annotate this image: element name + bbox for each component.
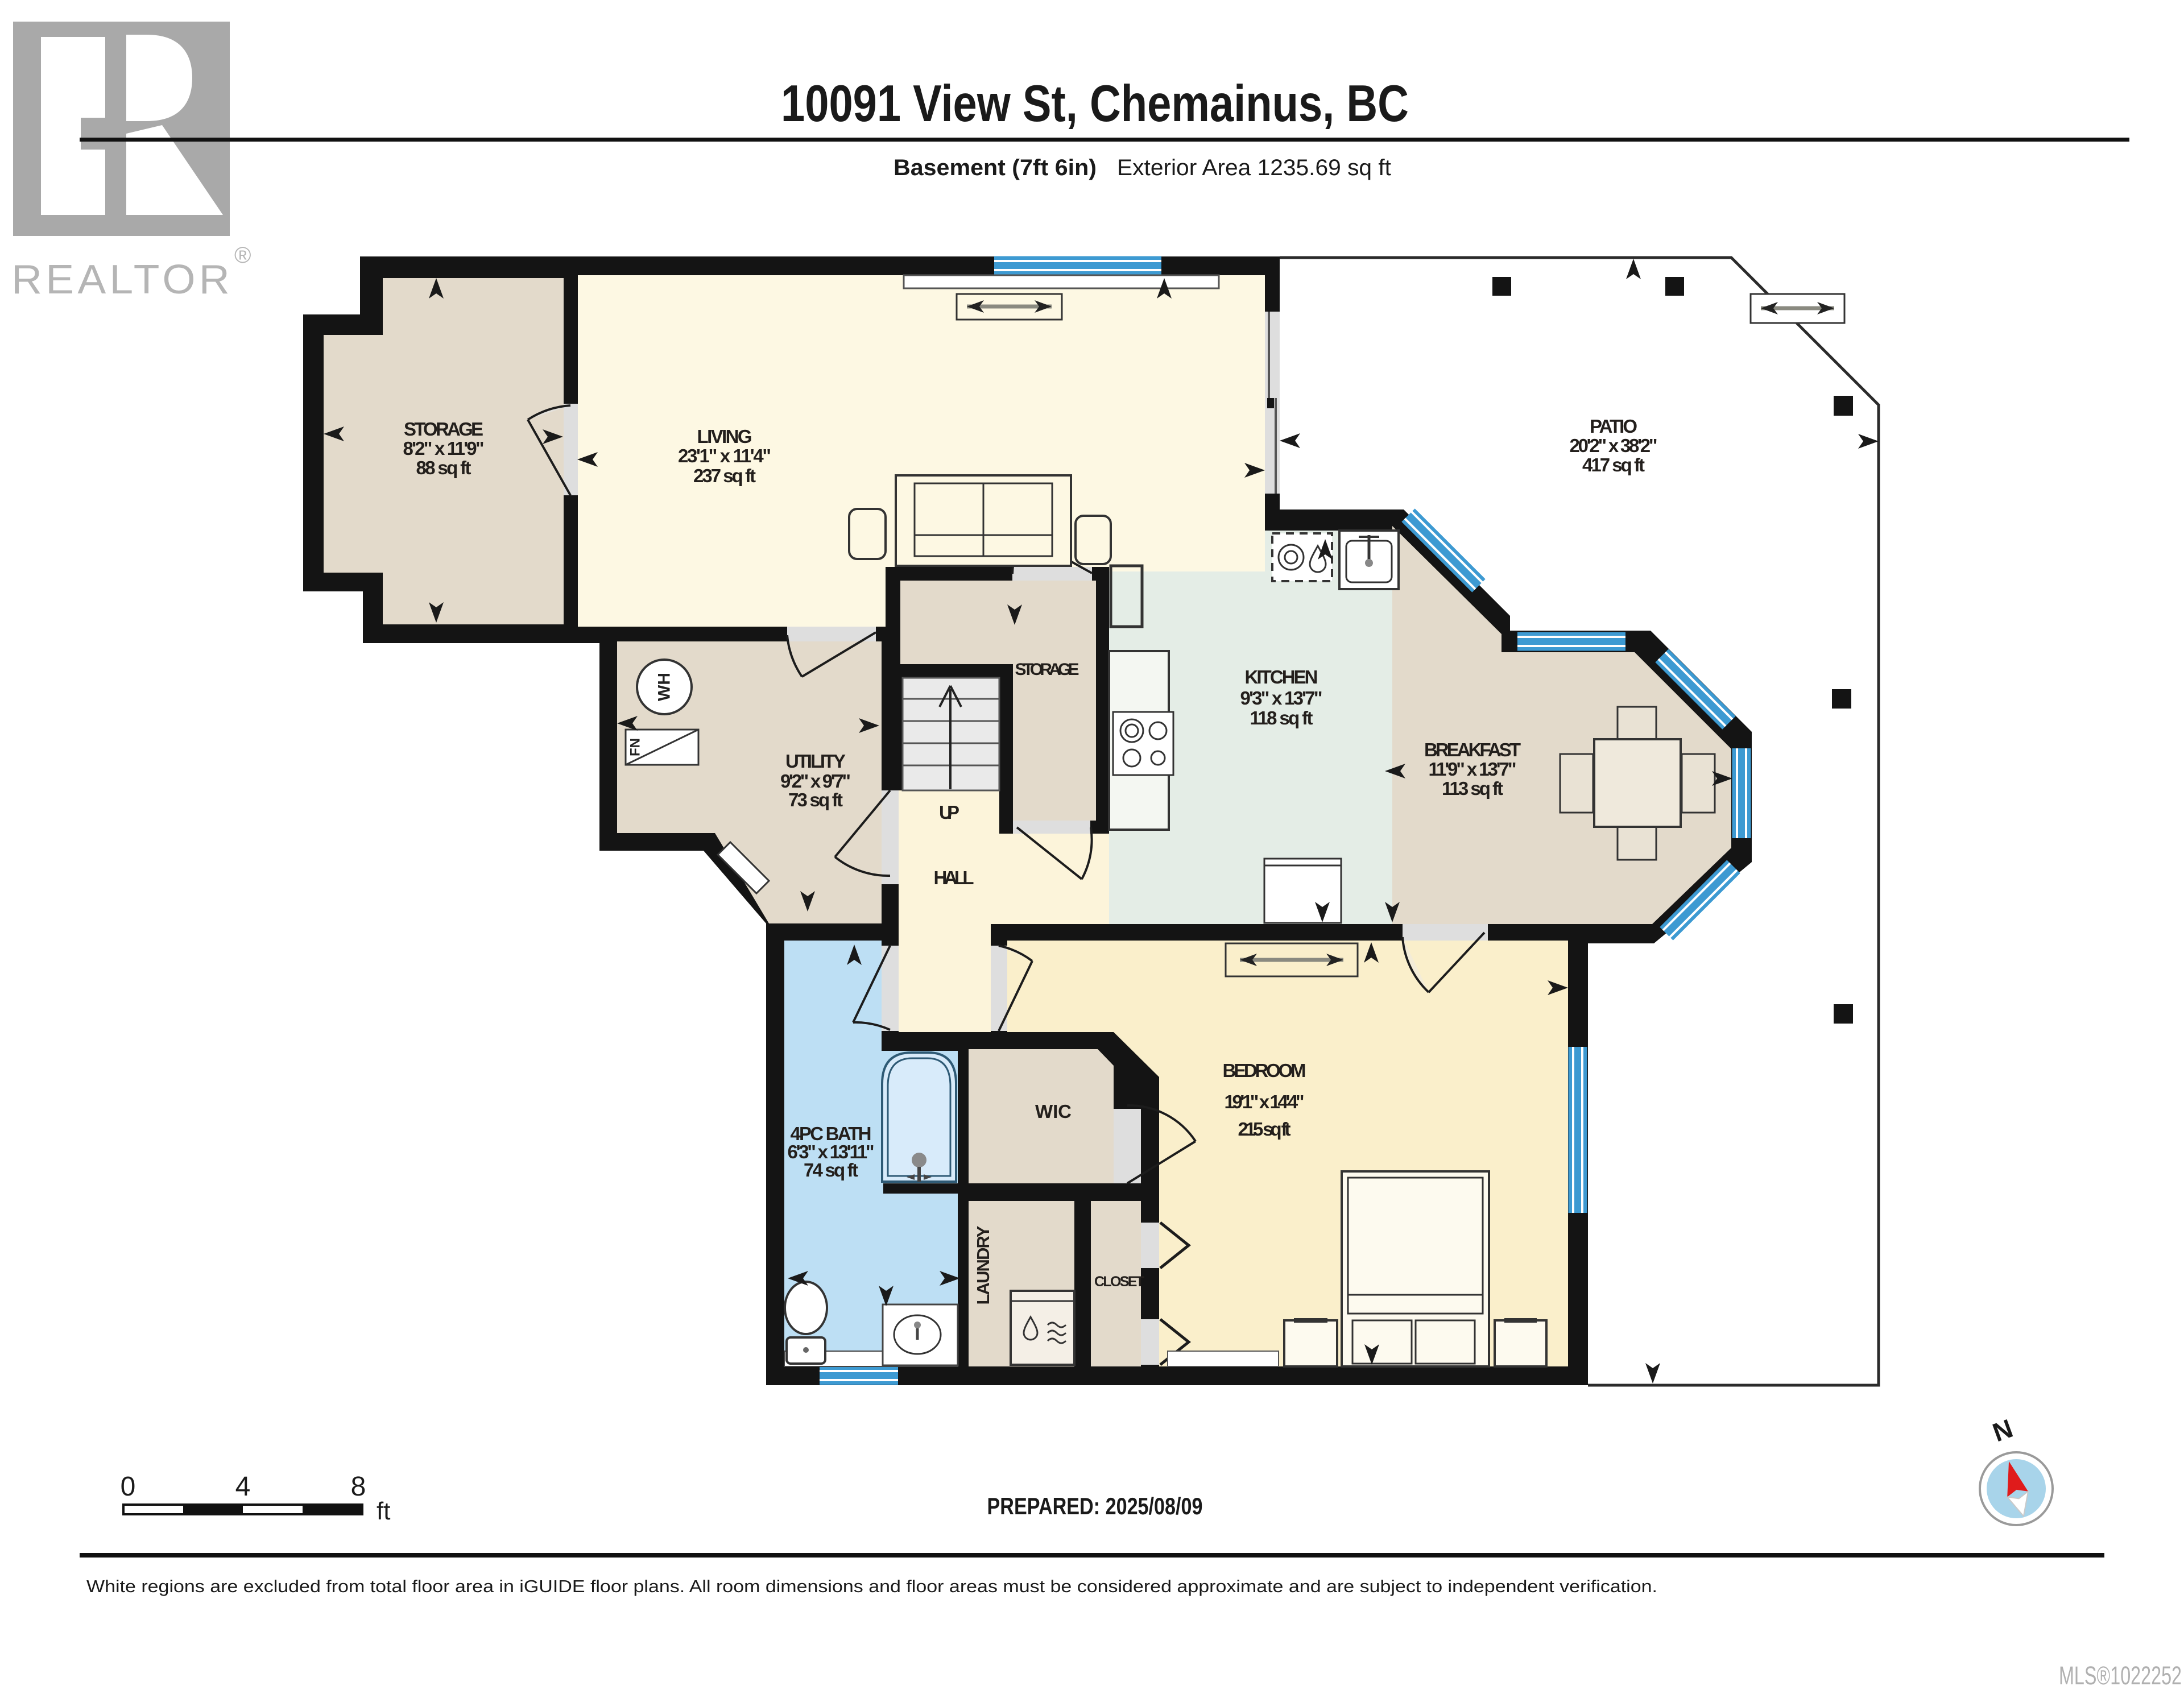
svg-text:WH: WH: [655, 673, 674, 701]
svg-text:PATIO: PATIO: [1590, 416, 1637, 437]
svg-text:23'1" x 11'4": 23'1" x 11'4": [678, 445, 771, 466]
svg-text:PREPARED: 2025/08/09: PREPARED: 2025/08/09: [987, 1493, 1203, 1519]
svg-text:0: 0: [121, 1472, 136, 1502]
svg-text:8: 8: [351, 1472, 366, 1502]
svg-text:88 sq ft: 88 sq ft: [416, 457, 471, 478]
svg-text:®: ®: [234, 243, 251, 268]
svg-text:STORAGE: STORAGE: [1015, 660, 1079, 679]
svg-text:8'2" x 11'9": 8'2" x 11'9": [403, 438, 485, 459]
svg-text:UP: UP: [939, 802, 959, 823]
svg-text:UTILITY: UTILITY: [785, 751, 846, 772]
svg-text:11'9" x 13'7": 11'9" x 13'7": [1429, 759, 1517, 780]
svg-text:417 sq ft: 417 sq ft: [1582, 454, 1645, 475]
svg-text:HALL: HALL: [934, 867, 974, 888]
svg-text:4PC BATH: 4PC BATH: [791, 1123, 872, 1144]
svg-text:10091 View St, Chemainus, BC: 10091 View St, Chemainus, BC: [781, 75, 1409, 132]
svg-text:118 sq ft: 118 sq ft: [1250, 707, 1313, 728]
svg-text:LIVING: LIVING: [697, 426, 752, 447]
svg-text:REALTOR: REALTOR: [11, 257, 233, 303]
svg-text:BEDROOM: BEDROOM: [1223, 1060, 1306, 1081]
svg-text:4: 4: [235, 1472, 251, 1502]
svg-text:FN: FN: [628, 738, 643, 756]
svg-text:9'3" x 13'7": 9'3" x 13'7": [1240, 687, 1323, 709]
svg-text:BREAKFAST: BREAKFAST: [1424, 739, 1521, 760]
svg-text:CLOSET: CLOSET: [1094, 1274, 1144, 1290]
svg-text:215 sq ft: 215 sq ft: [1238, 1119, 1291, 1140]
svg-text:73 sq ft: 73 sq ft: [788, 789, 843, 810]
svg-text:LAUNDRY: LAUNDRY: [973, 1225, 993, 1304]
svg-text:9'2" x 9'7": 9'2" x 9'7": [780, 771, 851, 792]
svg-text:20'2" x 38'2": 20'2" x 38'2": [1570, 435, 1658, 456]
svg-text:Basement (7ft 6in): Basement (7ft 6in): [894, 155, 1097, 180]
svg-text:237 sq ft: 237 sq ft: [693, 465, 756, 486]
svg-text:6'3" x 13'11": 6'3" x 13'11": [788, 1141, 875, 1162]
svg-text:MLS®1022252: MLS®1022252: [2059, 1661, 2182, 1687]
svg-text:Exterior Area 1235.69 sq ft: Exterior Area 1235.69 sq ft: [1117, 155, 1391, 180]
svg-text:KITCHEN: KITCHEN: [1245, 666, 1318, 687]
svg-text:White regions are excluded fro: White regions are excluded from total fl…: [86, 1576, 1657, 1596]
svg-text:STORAGE: STORAGE: [404, 419, 483, 440]
svg-text:74 sq ft: 74 sq ft: [804, 1159, 858, 1180]
svg-text:WIC: WIC: [1035, 1101, 1072, 1122]
svg-text:113 sq ft: 113 sq ft: [1442, 778, 1503, 799]
svg-text:ft: ft: [377, 1497, 390, 1525]
svg-text:19'1" x 14'4": 19'1" x 14'4": [1225, 1091, 1305, 1112]
